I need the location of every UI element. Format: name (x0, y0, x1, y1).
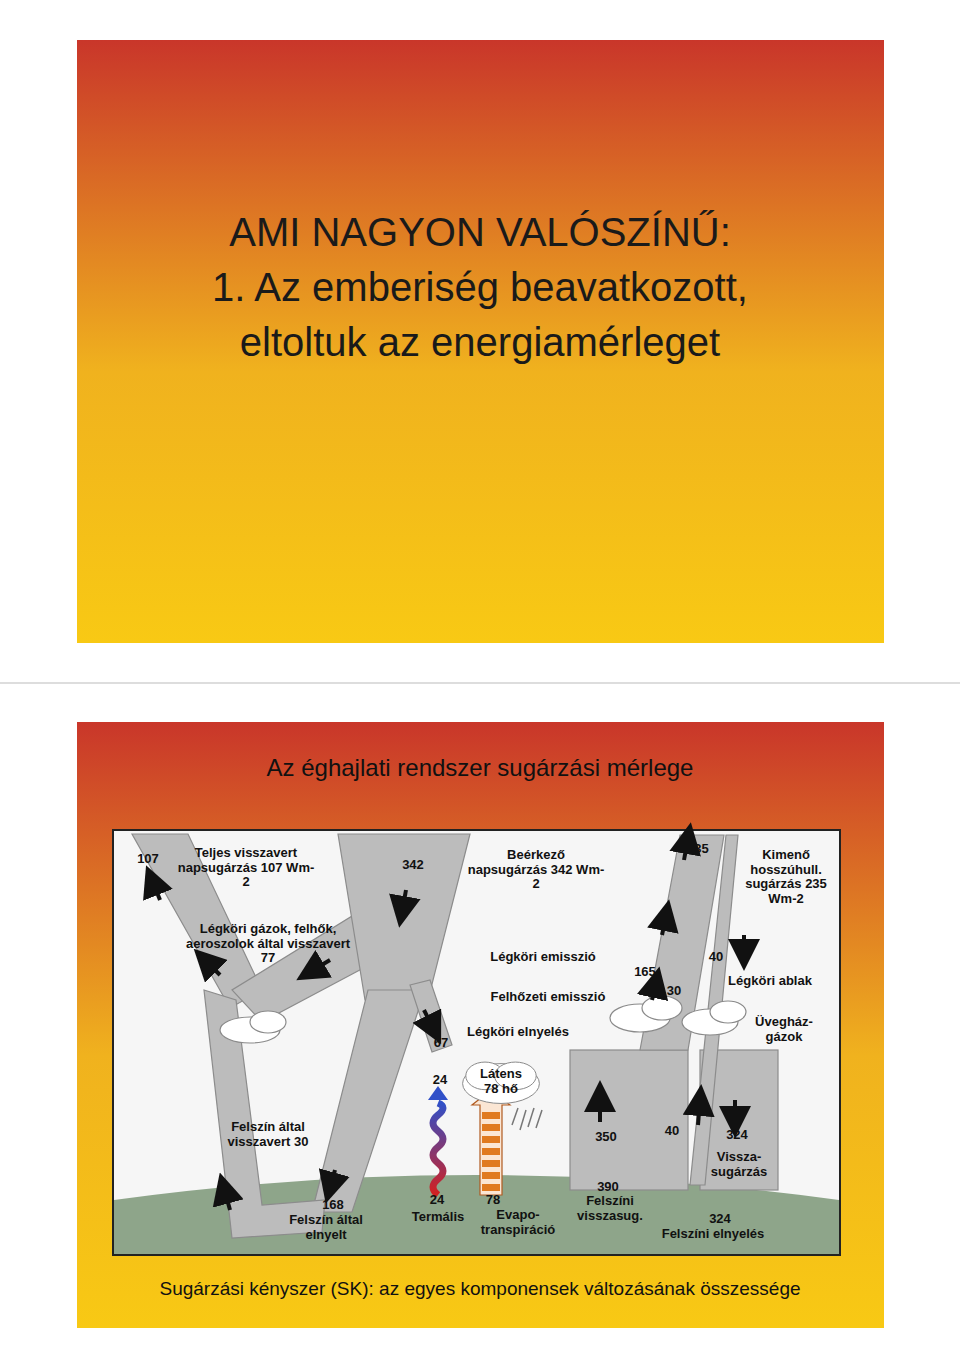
callout-number: 107 (128, 852, 168, 867)
direction-arrow (152, 838, 744, 1210)
callout-number: 40 (657, 1124, 687, 1139)
diagram-label: Vissza-sugárzás (701, 1150, 777, 1179)
thermal-arrow (433, 1103, 443, 1195)
callout-number: 235 (678, 842, 718, 857)
diagram-label: Termális (403, 1210, 473, 1225)
cloud-text: Látens 78 hő (476, 1067, 526, 1096)
diagram-label: Kimenő hosszúhull. sugárzás 235 Wm-2 (732, 848, 840, 906)
slide-heading: eltoltuk az energiamérleget (80, 320, 880, 365)
thermal-arrow-head (428, 1086, 448, 1100)
diagram-label: Felszín által elnyelt (271, 1213, 381, 1242)
diagram-label: Légköri ablak (715, 974, 825, 989)
diagram-label: Teljes visszavert napsugárzás 107 Wm-2 (176, 846, 316, 890)
diagram-label: Felszíni visszasug. (555, 1194, 665, 1223)
callout-number: 342 (393, 858, 433, 873)
cloud (220, 996, 746, 1043)
callout-number: 30 (659, 984, 689, 999)
diagram-label: Felszín által visszavert 30 (218, 1120, 318, 1149)
diagram-label: Légköri elnyelés (453, 1025, 583, 1040)
diagram-label: Evapo-transpiráció (473, 1208, 563, 1237)
slide-title: Az éghajlati rendszer sugárzási mérlege (90, 755, 870, 782)
callout-number: 390 (588, 1180, 628, 1195)
callout-number: 24 (422, 1193, 452, 1208)
diagram-label: Légköri gázok, felhők, aeroszolok által … (183, 922, 353, 966)
energy-bands (132, 834, 778, 1238)
diagram-label: Felszíni elnyelés (653, 1227, 773, 1242)
callout-number: 165 (628, 965, 662, 980)
cloud-node: Látens 78 hő (461, 1059, 541, 1105)
callout-number: 78 (478, 1193, 508, 1208)
diagram-label: Üvegház-gázok (746, 1015, 822, 1044)
callout-number: 324 (700, 1212, 740, 1227)
slide-heading: AMI NAGYON VALÓSZÍNŰ: (80, 210, 880, 255)
slide-background (77, 722, 884, 1328)
slide-background (77, 40, 884, 643)
page-divider (0, 683, 960, 684)
rain (512, 1108, 542, 1130)
callout-number: 24 (425, 1073, 455, 1088)
diagram-label: Légköri emisszió (483, 950, 603, 965)
diagram-label: Beérkező napsugárzás 342 Wm-2 (466, 848, 606, 892)
slide-heading: 1. Az emberiség beavatkozott, (80, 265, 880, 310)
callout-number: 67 (426, 1036, 456, 1051)
callout-number: 324 (717, 1128, 757, 1143)
slide-caption: Sugárzási kényszer (SK): az egyes kompon… (80, 1278, 880, 1299)
evapotranspiration-arrow (472, 1090, 510, 1195)
diagram-frame (113, 830, 840, 1255)
callout-number: 40 (701, 950, 731, 965)
diagram-label: Felhőzeti emisszió (483, 990, 613, 1005)
callout-number: 350 (586, 1130, 626, 1145)
callout-number: 168 (313, 1198, 353, 1213)
